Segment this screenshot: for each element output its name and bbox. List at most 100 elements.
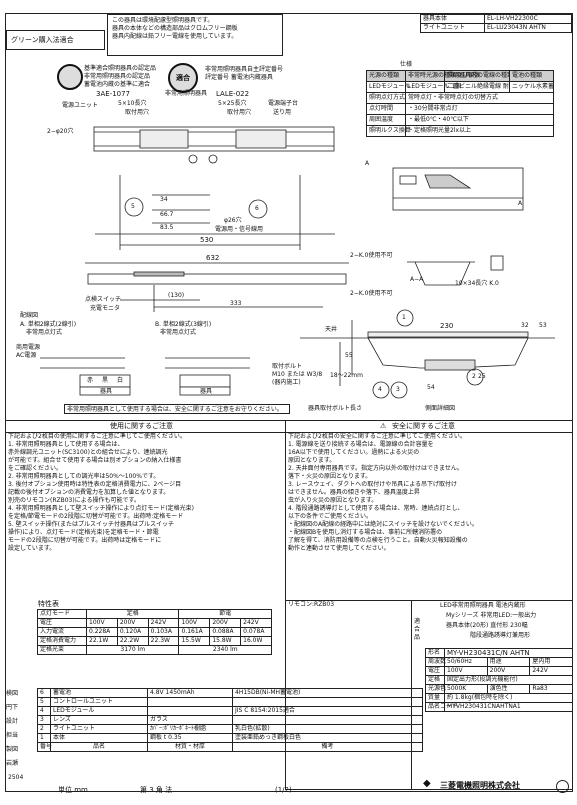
spec-cell: LEDモジュール 1個 <box>405 81 461 93</box>
chars-cell: 22.2W <box>116 636 149 646</box>
label-bolt: 取付ボルト <box>272 363 303 370</box>
safety-line: 落下・火災の原因となります。 <box>288 473 372 480</box>
spec-header: 光源の種類 <box>366 70 406 82</box>
part-material: ｶﾊﾞｰ:ﾎﾟﾘｶｰﾎﾞﾈｰﾄ樹脂 <box>147 724 233 734</box>
wiring-fixture: 器具 <box>100 388 113 395</box>
chars-cell: 242V <box>147 618 180 628</box>
usage-title: 使用に関するご注意 <box>110 422 173 430</box>
chars-eco: 節電 <box>178 609 272 619</box>
wiring-a: A. 単相2線式(2線引) <box>20 321 77 328</box>
usage-line: モードの2段階に切替が可能です。出荷時は定格モードに <box>8 537 162 544</box>
safety-line: 原因となります。 <box>288 457 336 464</box>
label-mount-bolt-length: 器具取付ボルト長さ <box>308 405 363 412</box>
chars-cell: 15.5W <box>178 636 211 646</box>
chars-row-label: 定格消費電力 <box>37 636 87 646</box>
chars-cell: 0.228A <box>86 627 118 637</box>
callout-6: 6 <box>255 205 259 212</box>
part-note <box>232 715 423 725</box>
label-check-switch: 点検スイッチ <box>85 296 122 303</box>
usage-line: 下記および2枚目の使用に関するご注意に準じてご使用ください。 <box>8 433 186 440</box>
characteristics-table: 点灯モード 定格 節電 電圧 100V 200V 242V 100V 200V … <box>37 609 272 655</box>
usage-line: 3. 後付オプション使用時は特性表の定格消費電力に、2ページ目 <box>8 481 182 488</box>
part-note: 乳白色(拡散) <box>232 724 423 734</box>
label-side-detail: 側面詳細図 <box>425 405 456 412</box>
approval-label: 設計 <box>6 718 19 725</box>
spec-cell: 二重ビニル絶縁電線 耐熱ポリエチレン絶縁電線 <box>444 81 510 93</box>
part-material: ガラス <box>147 715 233 725</box>
label-k0-2: 2−K.0使用不可 <box>350 290 393 297</box>
model-name: MY-VH230431C/N AHTN <box>444 648 573 658</box>
label-hole-20: 2−φ20穴 <box>47 128 74 135</box>
label-charge-monitor: 充電モニタ <box>90 305 121 312</box>
dim-18-22: 18〜22mm <box>330 372 363 379</box>
part-no: 2 <box>37 724 51 734</box>
wiring-source: 商用電源 <box>16 344 41 351</box>
label-hole-5x25: 5×25長穴 <box>218 100 247 107</box>
safety-line: 3. レースウェイ、ダクトへの取付けや吊具による吊下げ取付け <box>288 481 458 488</box>
parts-head-name: 品名 <box>50 742 148 752</box>
spec-row-label: 周囲温度 <box>366 114 406 126</box>
chars-cell: 2340 lm <box>178 645 272 655</box>
approval-label: 検図 <box>6 690 19 697</box>
chars-row-label: 入力電流 <box>37 627 87 637</box>
spec-row-label: 点灯時間 <box>366 103 406 115</box>
part-no: 3 <box>37 715 51 725</box>
notice-line: この器具は環境配慮型照明器具です。 <box>112 17 214 24</box>
cert-number-2: LALE-022 <box>216 90 250 98</box>
label-a: A <box>365 160 370 167</box>
use-label: 用途 <box>486 657 531 667</box>
part-material <box>147 697 233 707</box>
part-name: 蓄電池 <box>50 688 148 698</box>
label-bolt-note: (器内施工) <box>272 379 301 386</box>
spec-cell: ニッケル水素蓄電池 <box>509 81 554 93</box>
usage-line: 別売のリモコン(RZB03)による操作も可能です。 <box>8 497 140 504</box>
mass-value: 約 1.8kg(梱包時を除く) <box>444 693 573 703</box>
parts-head-note: 備考 <box>232 742 423 752</box>
spec-header: 非常時光源の種類及び個数 <box>405 70 480 82</box>
spec-cell: 常時点灯・非常時点灯の切替方式 <box>405 92 554 104</box>
chars-mode-label: 点灯モード <box>37 609 87 619</box>
part-name: レンズ <box>50 715 148 725</box>
chars-cell: 100V <box>178 618 211 628</box>
part-name: LEDモジュール <box>50 706 148 716</box>
wiring-b: B. 単相2線式(3線引) <box>155 321 212 328</box>
part-name: ライトユニット <box>50 724 148 734</box>
callout-5: 5 <box>131 203 135 210</box>
product-desc-1: LED非常用照明器具 電池内蔵形 <box>440 602 526 609</box>
parts-head-no: 番号 <box>37 742 52 752</box>
wire-white: 白 <box>117 377 124 384</box>
chars-cell: 200V <box>209 618 242 628</box>
volt-label: 電圧 <box>425 666 445 676</box>
spec-table: 光源の種類 非常時光源の種類及び個数 照明器具内の電線の種類 電池の種類 LED… <box>366 70 554 137</box>
certification-mark-icon <box>57 64 83 90</box>
product-desc-4: 階段通路誘導灯兼用形 <box>470 632 531 639</box>
wiring-a2: 非常用点灯式 <box>26 329 63 336</box>
part-note: 塗装亜鉛めっき鋼板白色 <box>232 733 423 743</box>
safety-line: 動作と連動させて使用してください。 <box>288 545 390 552</box>
spec-row-label: 照明点灯方式 <box>366 92 406 104</box>
part-note: JIS C 8154:2015適合 <box>232 706 423 716</box>
callout-4: 4 <box>378 386 382 393</box>
chars-cell: 200V <box>116 618 149 628</box>
mitsubishi-logo-icon: ◆ <box>423 778 431 789</box>
code-value: MYVH230431CNAHTNA1 <box>444 702 573 712</box>
safety-line: 虫が入り火災の原因となります。 <box>288 497 378 504</box>
conformity-badge-icon: 適合 <box>168 63 198 93</box>
part-no: 5 <box>37 697 51 707</box>
usage-line: を定格/節電モードの2段階に切替が可能です。出荷時:定格モード <box>8 513 184 520</box>
color-label: 光源色 <box>425 684 446 694</box>
callout-2: 2 <box>472 373 476 380</box>
label-feed: 送り用 <box>273 109 292 116</box>
usage-line: 操作)により、点灯モード(定格光束)を定格モード・節電 <box>8 529 159 536</box>
dim-55: 55 <box>345 352 353 359</box>
sheet-frame <box>5 13 573 792</box>
volt-value: 200V <box>486 666 531 676</box>
approval-label: 製図 <box>6 746 19 753</box>
wiring-warning: 非常用照明器具として使用する場合は、安全に関するご注意をお守りください。 <box>64 404 290 414</box>
chars-cell: 242V <box>240 618 272 628</box>
dim-53: 53 <box>539 322 547 329</box>
part-name: 本体 <box>50 733 148 743</box>
cert-line2: 非常用照明器具の認定品 <box>84 73 151 80</box>
safety-title: 安全に関するご注意 <box>392 422 455 430</box>
callout-3: 3 <box>396 386 400 393</box>
